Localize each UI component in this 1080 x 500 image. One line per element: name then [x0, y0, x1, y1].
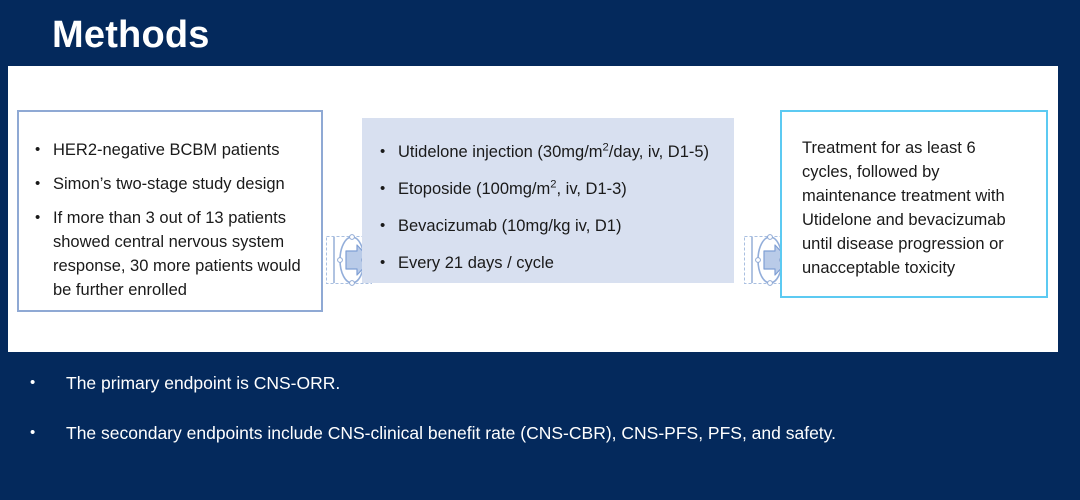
- endpoint-secondary: • The secondary endpoints include CNS-cl…: [0, 420, 1080, 446]
- regimen-text: Every 21 days / cycle: [398, 254, 554, 272]
- bullet-icon: •: [30, 374, 36, 391]
- regimen-text: Utidelone injection (30mg/m: [398, 143, 603, 161]
- flow-box-regimen: Utidelone injection (30mg/m2/day, iv, D1…: [362, 118, 734, 283]
- arrow-right-icon: [742, 227, 794, 293]
- regimen-text: Etoposide (100mg/m: [398, 180, 551, 198]
- endpoint-text: The primary endpoint is CNS-ORR.: [66, 373, 341, 393]
- list-item: Utidelone injection (30mg/m2/day, iv, D1…: [376, 140, 726, 164]
- study-design-list: HER2-negative BCBM patients Simon’s two-…: [31, 138, 307, 302]
- endpoint-primary: • The primary endpoint is CNS-ORR.: [0, 370, 1080, 396]
- content-panel: HER2-negative BCBM patients Simon’s two-…: [8, 66, 1058, 352]
- regimen-text: Bevacizumab (10mg/kg iv, D1): [398, 217, 622, 235]
- regimen-text-tail: , iv, D1-3): [556, 180, 627, 198]
- list-item: Simon’s two-stage study design: [31, 172, 307, 196]
- list-item: Etoposide (100mg/m2, iv, D1-3): [376, 177, 726, 201]
- list-item: Bevacizumab (10mg/kg iv, D1): [376, 214, 726, 238]
- regimen-text-tail: /day, iv, D1-5): [608, 143, 710, 161]
- regimen-list: Utidelone injection (30mg/m2/day, iv, D1…: [376, 140, 726, 275]
- list-item: If more than 3 out of 13 patients showed…: [31, 206, 307, 302]
- maintenance-text: Treatment for as least 6 cycles, followe…: [802, 139, 1006, 277]
- superscript: 2: [602, 141, 609, 154]
- list-item: HER2-negative BCBM patients: [31, 138, 307, 162]
- list-item: Every 21 days / cycle: [376, 251, 726, 275]
- flow-box-study-design: HER2-negative BCBM patients Simon’s two-…: [17, 110, 323, 312]
- endpoints-section: • The primary endpoint is CNS-ORR. • The…: [0, 370, 1080, 470]
- bullet-icon: •: [30, 424, 36, 441]
- superscript: 2: [550, 178, 557, 191]
- page-title: Methods: [52, 14, 210, 56]
- endpoint-text: The secondary endpoints include CNS-clin…: [66, 423, 836, 443]
- flow-box-maintenance: Treatment for as least 6 cycles, followe…: [780, 110, 1048, 298]
